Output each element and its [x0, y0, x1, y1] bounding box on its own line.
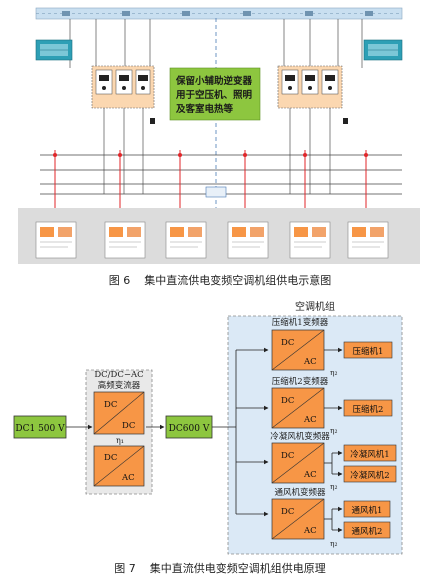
dc600-label: DC600 V — [169, 424, 210, 434]
left-converter-cabinet — [91, 65, 155, 109]
inverter-3-ac-label: AC — [303, 470, 317, 480]
bus-lines — [40, 154, 402, 195]
inverter-1-dc-label: DC — [281, 338, 294, 348]
figure-6-diagram: 保留小辅助逆变器 用于空压机、照明 及客室电热等 — [18, 7, 420, 287]
inverter-1-block: DC AC — [271, 329, 325, 371]
load-condenser-fan-1-label: 冷凝风机1 — [350, 449, 389, 460]
ac-group-title: 空调机组 — [295, 300, 335, 313]
inverter-1-title: 压缩机1变频器 — [272, 317, 329, 328]
inverter-3-dc-label: DC — [281, 451, 294, 461]
inverter-4-block: DC AC — [271, 498, 325, 540]
converter-title-1: DC/DC−AC — [94, 370, 143, 380]
figure-7-caption: 图 7 集中直流供电变频空调机组供电原理 — [114, 561, 325, 575]
inverter-2-eta: η₂ — [330, 426, 338, 435]
figure-6-caption: 图 6 集中直流供电变频空调机组供电示意图 — [109, 273, 331, 287]
left-pantograph-unit — [35, 39, 73, 61]
inverter-4-ac-label: AC — [303, 526, 317, 536]
inverter-2-title: 压缩机2变频器 — [272, 376, 329, 387]
load-condenser-fan-2 — [343, 465, 397, 483]
dcdc-in-label: DC — [104, 400, 117, 410]
inverter-4-title: 通风机变频器 — [274, 487, 326, 498]
load-condenser-fan-1 — [343, 444, 397, 462]
figure-7-diagram: 空调机组 DC1 500 V DC/DC−AC 高频变流器 DC DC η₁ D… — [13, 300, 403, 575]
load-ventilation-fan-1-label: 通风机1 — [352, 505, 383, 516]
right-converter-cabinet — [277, 65, 343, 109]
inverter-2-ac-label: AC — [303, 415, 317, 425]
load-compressor-1-label: 压缩机1 — [353, 346, 384, 357]
green-note-box — [169, 67, 261, 121]
load-ventilation-fan-2-label: 通风机2 — [352, 526, 383, 537]
coupler-box — [205, 186, 227, 198]
green-note-line-1: 保留小辅助逆变器 — [175, 75, 253, 87]
green-note-line-3: 及客室电热等 — [176, 103, 234, 115]
source-label: DC1 500 V — [15, 424, 65, 434]
dcdc-out-label: DC — [122, 421, 135, 431]
load-ventilation-fan-1 — [343, 500, 391, 518]
converter-title-2: 高频变流器 — [98, 380, 141, 391]
dcac-block: DC AC — [93, 445, 145, 487]
eta1-label: η₁ — [116, 436, 124, 445]
load-ventilation-fan-2 — [343, 521, 391, 539]
inverter-4-dc-label: DC — [281, 507, 294, 517]
inverter-1-eta: η₂ — [330, 368, 338, 377]
green-note-line-2: 用于空压机、照明 — [175, 89, 253, 101]
load-compressor-1 — [343, 341, 393, 359]
inverter-3-eta: η₂ — [330, 482, 338, 491]
load-compressor-2 — [343, 399, 393, 417]
inverter-1-ac-label: AC — [303, 357, 317, 367]
inverter-2-dc-label: DC — [281, 396, 294, 406]
inverter-3-block: DC AC — [271, 442, 325, 484]
dcdc-block: DC DC — [93, 391, 145, 435]
inverter-4-eta: η₂ — [330, 539, 338, 548]
dcac-out-label: AC — [121, 473, 135, 483]
dcac-in-label: DC — [104, 453, 117, 463]
inverter-2-block: DC AC — [271, 387, 325, 429]
load-condenser-fan-2-label: 冷凝风机2 — [350, 470, 389, 481]
load-compressor-2-label: 压缩机2 — [353, 404, 384, 415]
inverter-3-title: 冷凝风机变频器 — [270, 431, 330, 442]
right-pantograph-unit — [363, 39, 403, 61]
car-ac-units — [35, 221, 389, 259]
